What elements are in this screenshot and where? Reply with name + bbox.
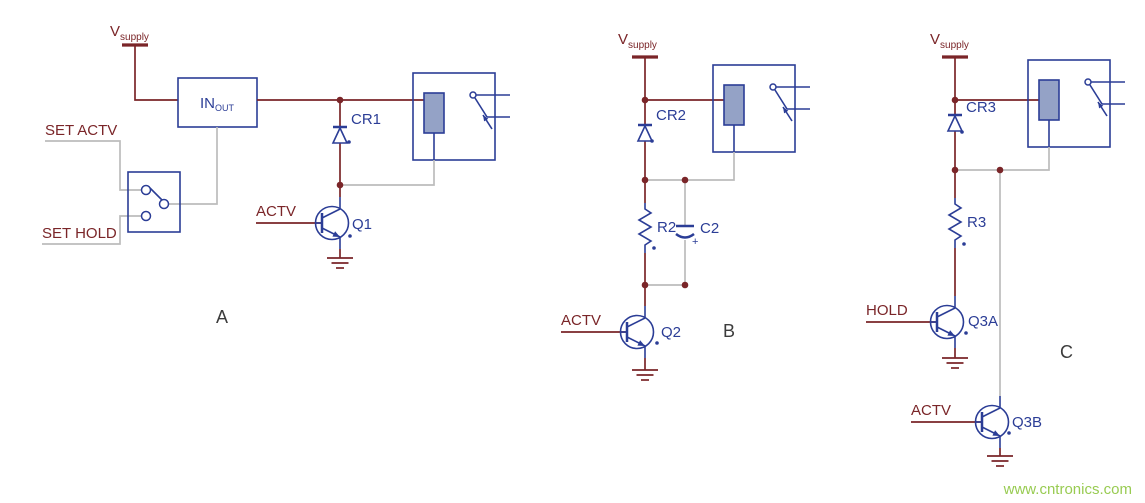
ground-symbol [986, 455, 1014, 467]
vsupply-label-b: Vsupply [618, 31, 657, 51]
label-dot [962, 242, 966, 246]
junction-dot [996, 166, 1004, 174]
q3a-label: Q3A [968, 313, 998, 330]
switch-blade [149, 187, 163, 201]
q3b-label: Q3B [1012, 414, 1042, 431]
diode-cr1 [331, 125, 349, 145]
junction-dot [681, 281, 689, 289]
transistor-q2 [619, 304, 655, 360]
cr2-label: CR2 [656, 107, 686, 124]
circuit-a: Vsupply INOUT SET ACTV SET HOLD CR1 ACTV… [42, 23, 511, 327]
junction-dot [336, 96, 344, 104]
ground-symbol [941, 357, 969, 369]
actv-label-c: ACTV [911, 402, 951, 419]
set-actv-label: SET ACTV [45, 122, 117, 139]
transistor-q1 [314, 195, 350, 251]
resistor-r2 [638, 202, 652, 254]
switch-common-contact [158, 198, 170, 210]
junction-dot [951, 96, 959, 104]
label-dot [652, 246, 656, 250]
switch-contact-hold [140, 210, 152, 222]
set-hold-label: SET HOLD [42, 225, 117, 242]
label-dot [960, 130, 964, 134]
transistor-q3a [929, 294, 965, 350]
label-dot [347, 140, 351, 144]
selector-switch-box [127, 171, 181, 233]
ground-symbol [631, 369, 659, 381]
transistor-q3b [974, 394, 1010, 450]
label-dot [650, 139, 654, 143]
vsupply-label-a: Vsupply [110, 23, 149, 43]
cr1-label: CR1 [351, 111, 381, 128]
inout-label: INOUT [200, 95, 235, 113]
gray-wire [955, 147, 1050, 171]
gray-wire [340, 160, 435, 186]
section-label-b: B [723, 321, 735, 341]
capacitor-c2-bottom-plate [675, 232, 695, 239]
q1-label: Q1 [352, 216, 372, 233]
junction-dot [336, 181, 344, 189]
junction-dot [641, 176, 649, 184]
diode-cr2 [636, 123, 654, 143]
diode-cr3 [946, 113, 964, 133]
label-dot [1007, 431, 1011, 435]
actv-label-b: ACTV [561, 312, 601, 329]
hold-label: HOLD [866, 302, 908, 319]
watermark-text: www.cntronics.com [1003, 481, 1132, 498]
gray-wire [168, 127, 218, 205]
relay-b [712, 64, 811, 153]
label-dot [964, 331, 968, 335]
junction-dot [641, 96, 649, 104]
relay-c [1027, 59, 1126, 148]
vsupply-label-c: Vsupply [930, 31, 969, 51]
label-dot [348, 234, 352, 238]
gray-wire [42, 215, 141, 245]
q2-label: Q2 [661, 324, 681, 341]
switch-contact-actv [140, 184, 152, 196]
gray-wire [45, 140, 141, 191]
cr3-label: CR3 [966, 99, 996, 116]
section-label-a: A [216, 307, 228, 327]
gray-wire [645, 152, 735, 181]
wire [134, 45, 178, 101]
ground-symbol [326, 257, 354, 269]
r2-label: R2 [657, 219, 676, 236]
circuit-c: Vsupply CR3 R3 HOLD Q3A ACTV Q3B C [866, 31, 1126, 467]
c2-label: C2 [700, 220, 719, 237]
relay-a [412, 72, 511, 161]
circuit-b: Vsupply CR2 R2 + C2 ACTV Q2 B [561, 31, 811, 381]
junction-dot [951, 166, 959, 174]
resistor-r3 [948, 197, 962, 249]
section-label-c: C [1060, 342, 1073, 362]
label-dot [655, 341, 659, 345]
r3-label: R3 [967, 214, 986, 231]
c2-polarity-plus: + [692, 236, 698, 248]
junction-dot [641, 281, 649, 289]
actv-label-a: ACTV [256, 203, 296, 220]
junction-dot [681, 176, 689, 184]
